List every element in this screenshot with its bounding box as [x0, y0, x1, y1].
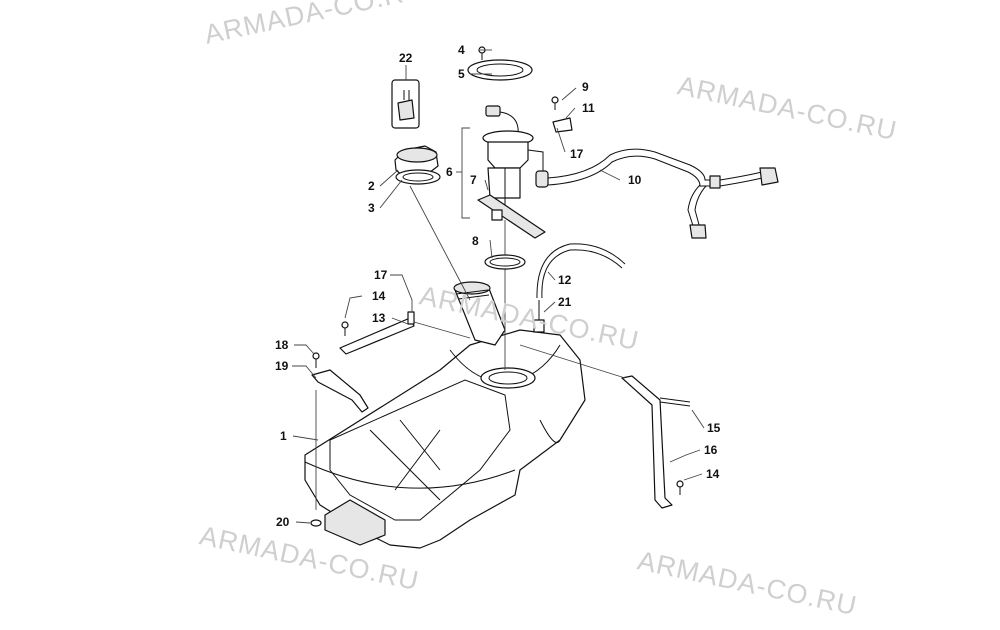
clip-17-bracket: [407, 311, 415, 325]
callout-21: 21: [558, 295, 572, 309]
callout-18: 18: [275, 338, 289, 352]
bracket-16: [621, 375, 673, 509]
screw-14-left: [341, 321, 349, 336]
fuel-line-10: [547, 148, 779, 239]
screw-4: [478, 46, 486, 60]
callout-7: 7: [470, 173, 477, 187]
callout-13: 13: [372, 311, 386, 325]
callout-5: 5: [458, 67, 465, 81]
callout-1: 1: [280, 429, 287, 443]
strap-19: [311, 369, 369, 413]
callout-6: 6: [446, 165, 453, 179]
callout-19: 19: [275, 359, 289, 373]
clamp-11: [552, 117, 573, 133]
nut-20: [310, 519, 322, 527]
callout-2: 2: [368, 179, 375, 193]
fuel-cap: [394, 145, 439, 179]
check-valve-21: [533, 300, 545, 333]
lock-ring-5: [467, 59, 533, 81]
leader-lines: [292, 49, 705, 524]
callout-4: 4: [458, 43, 465, 57]
screw-18: [312, 352, 320, 368]
pump-seal-8: [484, 254, 526, 270]
callout-20: 20: [276, 515, 290, 529]
callout-labels: 22 4 5 9 11 17 10 2 3 6 7 8 12 21 17 14 …: [275, 43, 721, 529]
wiring-harness-22: [391, 79, 420, 129]
callout-17-pump: 17: [570, 147, 584, 161]
callout-11: 11: [582, 101, 595, 115]
bolt-15: [659, 397, 691, 407]
callout-9: 9: [582, 80, 589, 94]
callout-17-bracket: 17: [374, 268, 388, 282]
callout-14-left: 14: [372, 289, 386, 303]
callout-16: 16: [704, 443, 718, 457]
callout-15: 15: [707, 421, 721, 435]
callout-10: 10: [628, 173, 642, 187]
bracket-13: [339, 317, 415, 355]
callout-3: 3: [368, 201, 375, 215]
screw-9: [551, 96, 559, 110]
fuel-tank: [304, 329, 586, 549]
cap-gasket: [395, 169, 441, 185]
callout-14-right: 14: [706, 467, 720, 481]
callout-8: 8: [472, 234, 479, 248]
vent-hose-12: [536, 243, 626, 299]
tank-pump-opening: [480, 367, 536, 389]
fuel-pump-assembly: [477, 105, 549, 239]
callout-22: 22: [399, 51, 413, 65]
screw-14-right: [676, 480, 684, 495]
callout-12: 12: [558, 273, 572, 287]
filler-neck: [453, 281, 506, 346]
